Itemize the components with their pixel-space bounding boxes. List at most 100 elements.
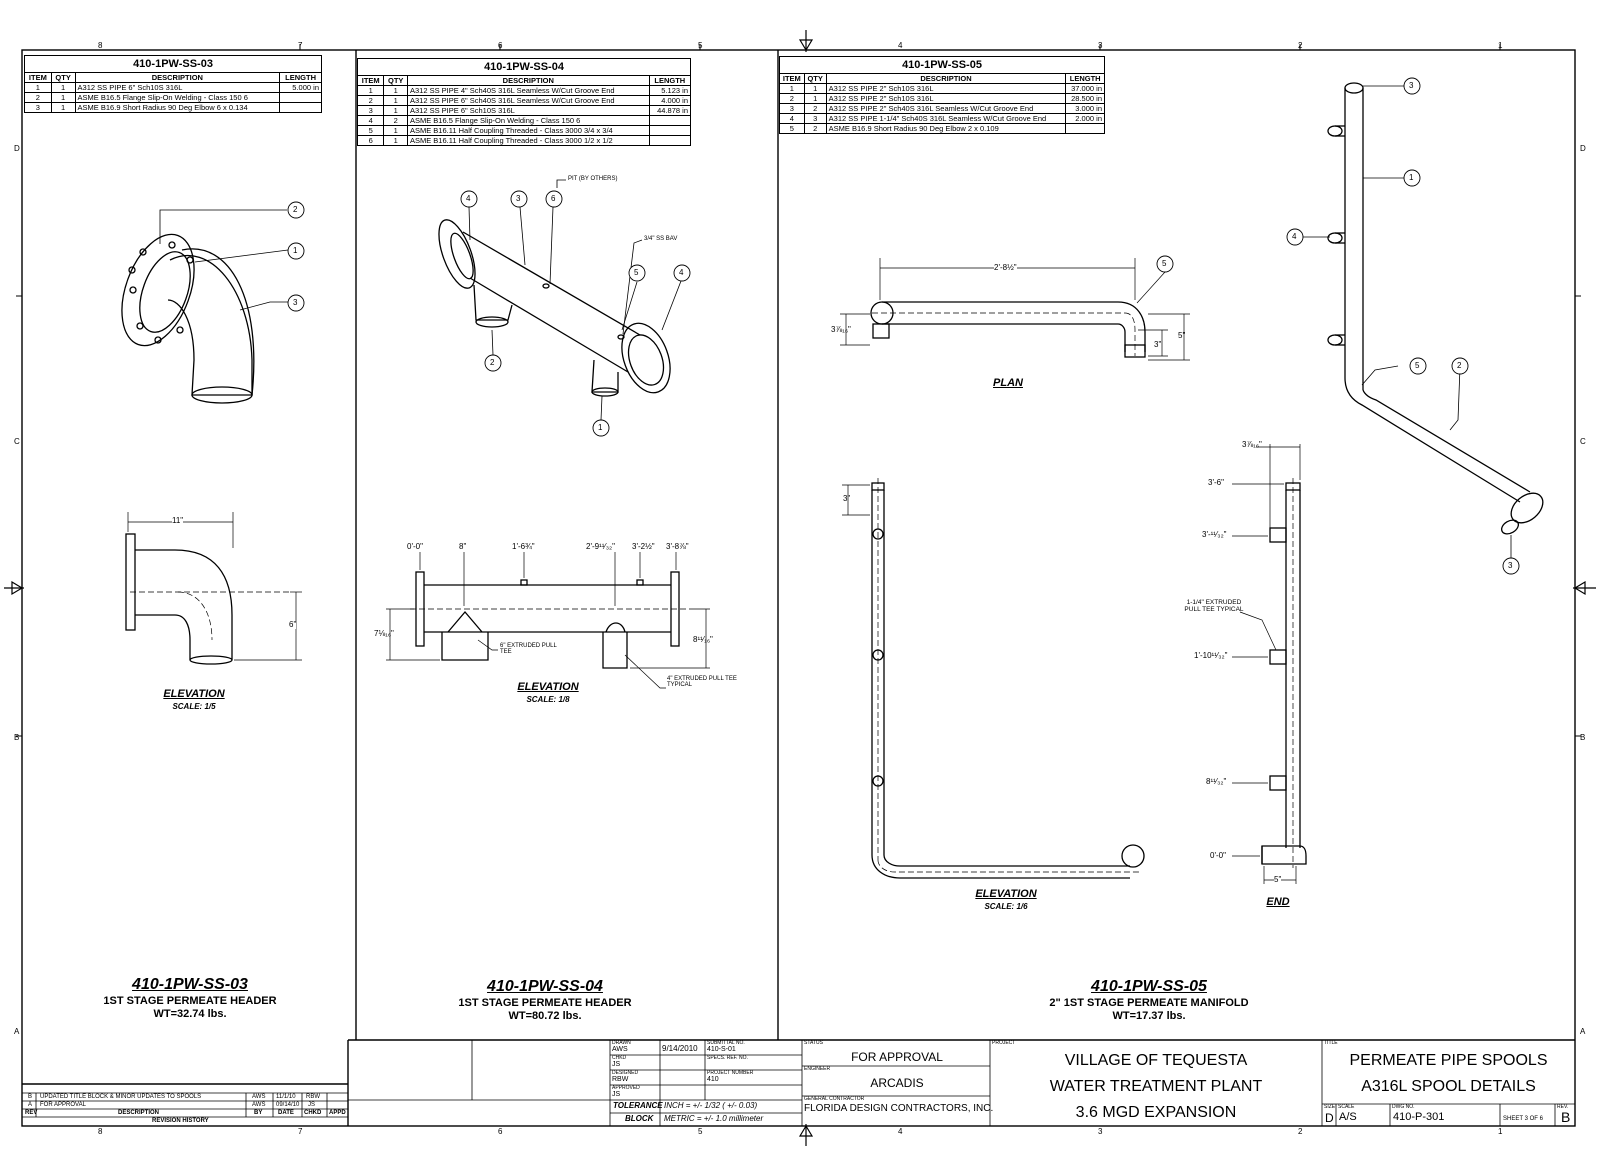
bom-cell: 37.000 in (1065, 83, 1105, 94)
bom-cell: 44.878 in (648, 105, 692, 116)
row-label: D (14, 144, 20, 153)
ss05-plan-drawing (870, 301, 1146, 358)
dim-text: 11" (172, 516, 184, 525)
col-label: 3 (1098, 41, 1103, 50)
table-row: 3 1 ASME B16.9 Short Radius 90 Deg Elbow… (24, 102, 322, 113)
rev-header: REV (25, 1110, 38, 1116)
callout-number: 6 (551, 194, 556, 203)
bom-cell (648, 125, 692, 136)
tb-label: SIZE (1324, 1104, 1336, 1110)
bom-cell (648, 115, 692, 126)
bom-cell: 4 (356, 115, 385, 126)
bom-cell: 1 (50, 102, 76, 113)
rev-caption: REVISION HISTORY (152, 1118, 209, 1124)
bom-cell: 1 (779, 83, 805, 94)
tb-contractor: FLORIDA DESIGN CONTRACTORS, INC. (804, 1103, 994, 1114)
view-label-ss05-end: END (1266, 896, 1290, 908)
bom-cell: 3 (24, 102, 52, 113)
callout-number: 5 (1162, 259, 1167, 268)
tb-scale: A/S (1339, 1111, 1357, 1123)
dim-text: 3" (843, 494, 851, 503)
col-label: 6 (498, 41, 503, 50)
rev-date: 11/1/10 (276, 1094, 296, 1100)
bom-cell: 5 (356, 125, 385, 136)
tb-label: REV. (1557, 1104, 1569, 1110)
callout-number: 3 (516, 194, 521, 203)
col-label: 8 (98, 41, 103, 50)
note-text: PIT (BY OTHERS) (568, 176, 618, 182)
bom-cell (648, 135, 692, 146)
tb-label: GENERAL CONTRACTOR (804, 1096, 865, 1102)
bom-title: 410-1PW-SS-04 (357, 58, 691, 76)
tb-tolerance: TOLERANCE (613, 1101, 663, 1110)
dim-text: 3⅞₁₆" (831, 325, 851, 334)
tb-project-number: 410 (707, 1076, 719, 1083)
tb-label: DRAWN (612, 1040, 631, 1046)
rev-desc: UPDATED TITLE BLOCK & MINOR UPDATES TO S… (40, 1094, 202, 1100)
tb-designed: RBW (612, 1076, 629, 1083)
callout-number: 2 (490, 358, 495, 367)
dim-text: 3⅞₁₆" (1242, 440, 1262, 449)
bom-cell: A312 SS PIPE 6" Sch40S 316L Seamless W/C… (406, 95, 650, 106)
bom-table-ss04: 410-1PW-SS-04 ITEM QTY DESCRIPTION LENGT… (356, 58, 692, 146)
col-label: 4 (898, 41, 903, 50)
rev-header: APPD (329, 1110, 346, 1116)
note-text: 4" EXTRUDED PULL TEE TYPICAL (667, 676, 737, 688)
callout-number: 4 (466, 194, 471, 203)
note-text: 3/4" SS BAV (644, 236, 678, 242)
col-label: 8 (98, 1127, 103, 1136)
bom-cell: 5.123 in (648, 85, 692, 96)
tb-title: PERMEATE PIPE SPOOLS A316L SPOOL DETAILS (1322, 1048, 1575, 1100)
rev-chkd: RBW (306, 1094, 320, 1100)
rev-header: DATE (278, 1110, 294, 1116)
dim-text: 3'-6" (1208, 478, 1224, 487)
dim-text: 0'-0" (1210, 851, 1226, 860)
tb-label: DWG NO. (1392, 1104, 1415, 1110)
bom-cell: A312 SS PIPE 2" Sch40S 316L Seamless W/C… (825, 103, 1067, 114)
spool-subtitle: 1ST STAGE PERMEATE HEADER (103, 995, 277, 1007)
bom-header: QTY (50, 72, 76, 83)
bom-cell: 2.000 in (1065, 113, 1105, 124)
scale-label-ss03: SCALE: 1/5 (172, 702, 216, 711)
bom-table-ss03: 410-1PW-SS-03 ITEM QTY DESCRIPTION LENGT… (24, 55, 322, 113)
bom-cell: 28.500 in (1065, 93, 1105, 104)
dim-text: 3'-2½" (632, 542, 655, 551)
bom-table-ss05: 410-1PW-SS-05 ITEM QTY DESCRIPTION LENGT… (779, 56, 1105, 134)
scale-label-ss05: SCALE: 1/6 (984, 902, 1028, 911)
callout-number: 5 (634, 268, 639, 277)
bom-cell: 1 (383, 95, 408, 106)
bom-cell (279, 92, 322, 103)
tb-title-line: A316L SPOOL DETAILS (1361, 1078, 1536, 1095)
callout-number: 1 (1409, 173, 1414, 182)
rev-header: BY (254, 1110, 263, 1116)
bom-header: QTY (383, 75, 408, 86)
dim-text: 8" (459, 542, 467, 551)
bom-header: ITEM (24, 72, 52, 83)
tb-approved: JS (612, 1091, 621, 1098)
col-label: 4 (898, 1127, 903, 1136)
dim-text: 1'-10¹¹⁄₃₂" (1194, 651, 1228, 660)
spool-title-ss04: 410-1PW-SS-04 1ST STAGE PERMEATE HEADER … (395, 978, 695, 1022)
rev-chkd: JS (308, 1102, 316, 1108)
dim-text: 2'-9¹¹⁄₃₂" (586, 542, 615, 551)
dim-text: 8¹¹⁄₁₆" (693, 635, 713, 644)
col-label: 5 (698, 1127, 703, 1136)
tb-project-line: VILLAGE OF TEQUESTA (1064, 1052, 1248, 1069)
tb-inch: INCH = +/- 1/32 ( +/- 0.03) (664, 1101, 758, 1110)
bom-cell: 2 (779, 93, 805, 104)
bom-header: LENGTH (1065, 73, 1105, 84)
bom-header: DESCRIPTION (406, 75, 650, 86)
tb-project: VILLAGE OF TEQUESTA WATER TREATMENT PLAN… (990, 1048, 1322, 1126)
tb-label: TITLE (1324, 1040, 1338, 1046)
bom-cell: 2 (356, 95, 385, 106)
col-label: 2 (1298, 1127, 1303, 1136)
callout-number: 1 (598, 423, 603, 432)
tb-label: ENGINEER (804, 1066, 831, 1072)
ss05-iso-drawing (1327, 82, 1544, 535)
row-label: A (1580, 1027, 1586, 1036)
row-label: C (14, 437, 20, 446)
